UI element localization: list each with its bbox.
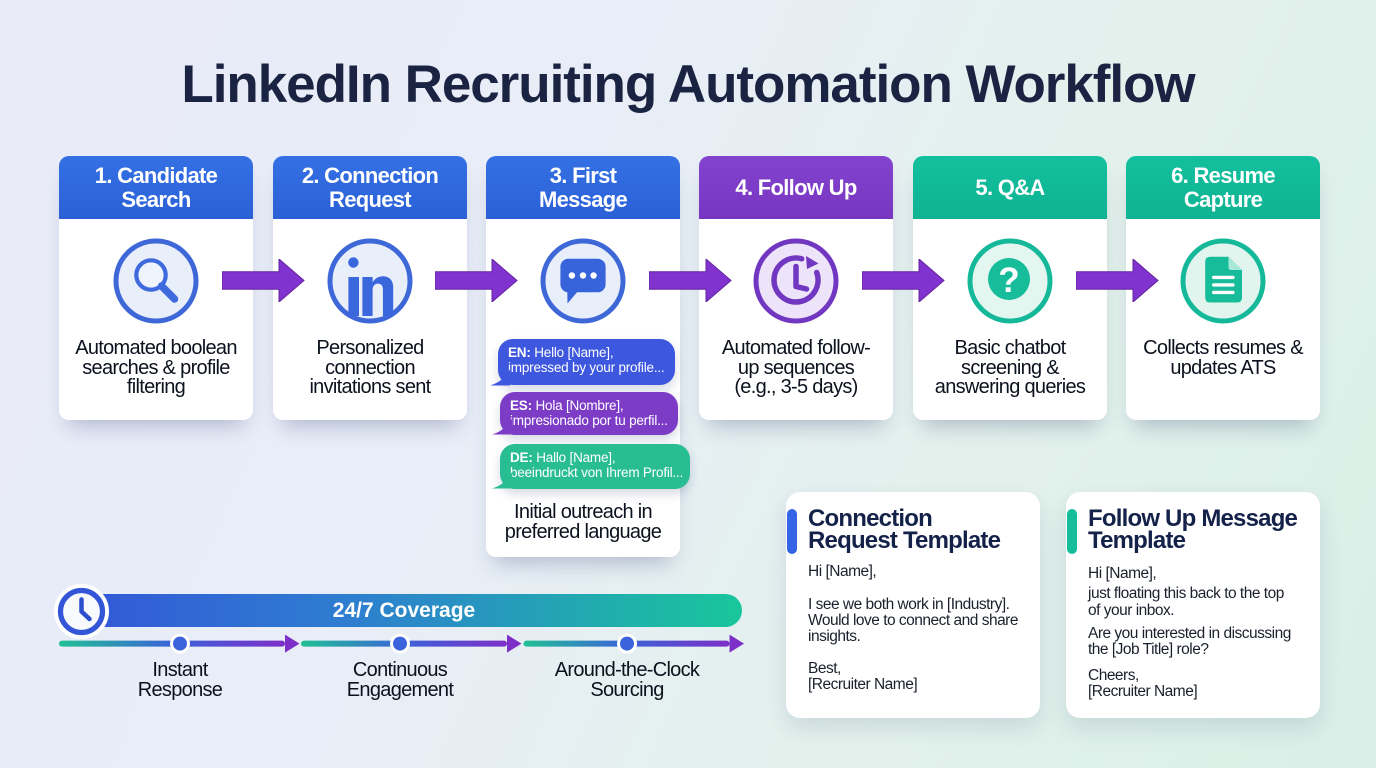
svg-text:?: ? [998, 261, 1019, 300]
